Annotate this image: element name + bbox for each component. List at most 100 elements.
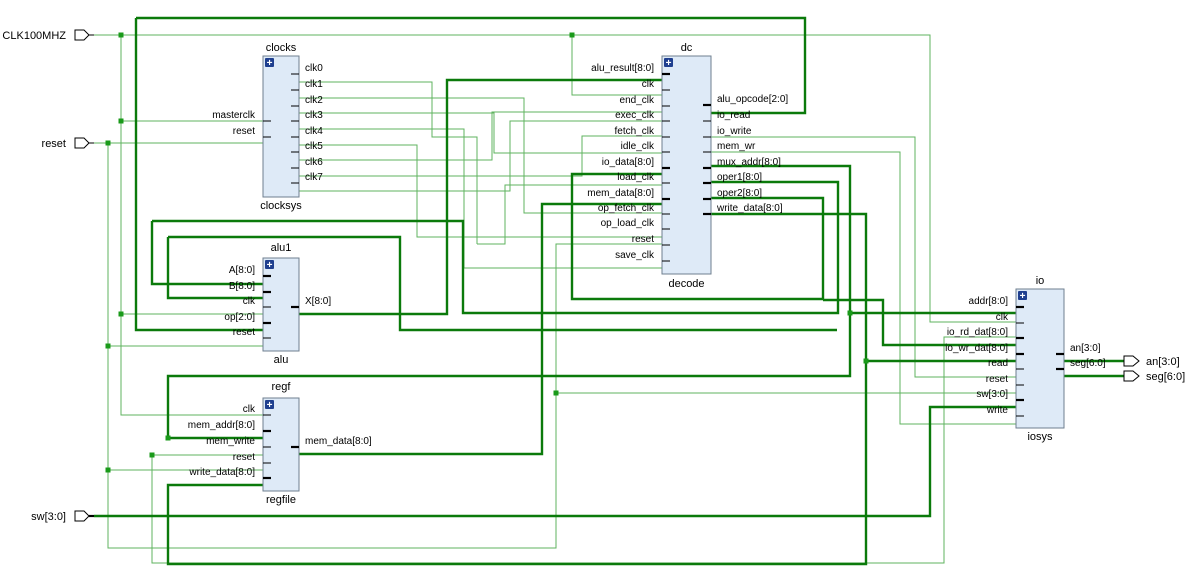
net-wire[interactable] <box>107 243 662 549</box>
block-dc[interactable]: +dcdecodealu_result[8:0]clkend_clkexec_c… <box>587 42 788 290</box>
input-pin-label: alu_result[8:0] <box>591 63 654 74</box>
port-arrow-icon[interactable] <box>1123 355 1140 367</box>
module-name: regfile <box>266 494 296 506</box>
port-arrow-icon[interactable] <box>74 29 90 41</box>
top-ports: CLK100MHZ reset sw[3:0] an[3:0] seg[6:0] <box>2 29 1185 523</box>
output-pin-label: seg[6:0] <box>1070 358 1106 369</box>
plus-glyph: + <box>1020 291 1026 302</box>
bus-wire[interactable] <box>150 221 263 286</box>
output-pin-label: io_write <box>717 126 752 137</box>
top-output-port[interactable]: seg[6:0] <box>1123 370 1185 383</box>
input-pin-label: fetch_clk <box>615 126 655 137</box>
bus-wire[interactable] <box>299 202 662 456</box>
input-pin-label: op_load_clk <box>601 218 655 229</box>
input-pin-label: io_rd_dat[8:0] <box>947 327 1008 338</box>
module-name: clocksys <box>260 200 302 212</box>
junction-dot <box>118 32 124 38</box>
net-wire[interactable] <box>299 120 662 192</box>
input-pin-label: reset <box>233 327 255 338</box>
bus-wire[interactable] <box>134 18 263 332</box>
net-wire[interactable] <box>299 128 662 269</box>
net-wire[interactable] <box>711 136 1016 378</box>
net-wire[interactable] <box>299 112 662 154</box>
block-body[interactable] <box>262 55 300 198</box>
output-pin-label: clk1 <box>305 79 323 90</box>
bus-wire[interactable] <box>152 180 840 315</box>
block-io[interactable]: +ioiosysaddr[8:0]clkio_rd_dat[8:0]io_wr_… <box>945 275 1106 443</box>
input-pin-label: clk <box>243 296 256 307</box>
output-pin-label: mux_addr[8:0] <box>717 157 781 168</box>
output-pin-label: oper2[8:0] <box>717 188 762 199</box>
block-alu1[interactable]: +alu1aluA[8:0]B[8:0]clkop[2:0]resetX[8:0… <box>224 242 331 366</box>
top-output-port[interactable]: an[3:0] <box>1123 355 1180 368</box>
junction-dot <box>118 311 124 317</box>
output-pin-label: clk3 <box>305 110 323 121</box>
input-pin-label: mem_write <box>206 436 255 447</box>
plus-icon[interactable]: + <box>265 400 274 411</box>
instance-name: clocks <box>266 42 297 54</box>
bus-wire[interactable] <box>136 16 807 115</box>
block-body[interactable] <box>1015 288 1065 429</box>
net-wire[interactable] <box>299 135 662 177</box>
top-input-port[interactable]: CLK100MHZ <box>2 29 94 42</box>
output-pin-label: oper1[8:0] <box>717 172 762 183</box>
bus-wire[interactable] <box>823 298 1016 347</box>
input-pin-label: reset <box>986 374 1008 385</box>
block-body[interactable] <box>262 397 300 492</box>
port-arrow-icon[interactable] <box>74 137 90 149</box>
junction-dot <box>553 390 559 396</box>
port-label: reset <box>42 138 66 150</box>
net-wire[interactable] <box>299 97 662 214</box>
plus-icon[interactable]: + <box>265 260 274 271</box>
output-pin-label: clk7 <box>305 172 323 183</box>
port-arrow-icon[interactable] <box>74 510 90 522</box>
plus-icon[interactable]: + <box>265 58 274 69</box>
net-wire[interactable] <box>151 336 1016 564</box>
plus-glyph: + <box>267 58 273 69</box>
blocks: +clocksclocksysmasterclkresetclk0clk1clk… <box>188 42 1106 506</box>
net-wire[interactable] <box>94 34 1016 323</box>
input-pin-label: clk <box>996 312 1009 323</box>
port-label: seg[6:0] <box>1146 371 1185 383</box>
junction-dot <box>105 467 111 473</box>
bus-wire[interactable] <box>94 405 1016 518</box>
input-pin-label: reset <box>233 452 255 463</box>
junction-dot <box>863 358 869 364</box>
block-body[interactable] <box>262 257 300 352</box>
module-name: decode <box>668 278 704 290</box>
bus-wire[interactable] <box>166 212 868 566</box>
net-wire[interactable] <box>477 184 662 245</box>
plus-icon[interactable]: + <box>664 58 673 69</box>
block-regf[interactable]: +regfregfileclkmem_addr[8:0]mem_writeres… <box>188 381 372 506</box>
bus-wire[interactable] <box>166 237 263 300</box>
net-wire[interactable] <box>299 111 662 161</box>
input-pin-label: io_wr_dat[8:0] <box>945 343 1008 354</box>
plus-icon[interactable]: + <box>1018 291 1027 302</box>
input-pin-label: sw[3:0] <box>976 389 1008 400</box>
port-label: an[3:0] <box>1146 356 1180 368</box>
bus-wire[interactable] <box>166 164 852 440</box>
block-body[interactable] <box>661 55 712 275</box>
junction-dot <box>118 118 124 124</box>
net-wire[interactable] <box>571 35 662 96</box>
port-arrow-icon[interactable] <box>1123 370 1140 382</box>
input-pin-label: op_fetch_clk <box>598 203 655 214</box>
top-input-port[interactable]: sw[3:0] <box>31 510 94 523</box>
net-wire[interactable] <box>711 151 1016 425</box>
block-clocks[interactable]: +clocksclocksysmasterclkresetclk0clk1clk… <box>212 42 323 212</box>
junction-dot <box>847 310 853 316</box>
net-wire[interactable] <box>120 35 263 122</box>
top-input-port[interactable]: reset <box>42 137 94 150</box>
input-pin-label: end_clk <box>620 95 655 106</box>
plus-glyph: + <box>666 58 672 69</box>
net-wire[interactable] <box>299 81 478 244</box>
output-pin-label: alu_opcode[2:0] <box>717 94 788 105</box>
module-name: alu <box>274 354 289 366</box>
bus-wire[interactable] <box>168 235 837 332</box>
output-pin-label: clk6 <box>305 157 323 168</box>
net-wire[interactable] <box>120 314 263 416</box>
bus-wire[interactable] <box>299 78 662 316</box>
input-pin-label: reset <box>632 234 654 245</box>
junction-dot <box>165 435 171 441</box>
bus-wire[interactable] <box>570 172 825 301</box>
